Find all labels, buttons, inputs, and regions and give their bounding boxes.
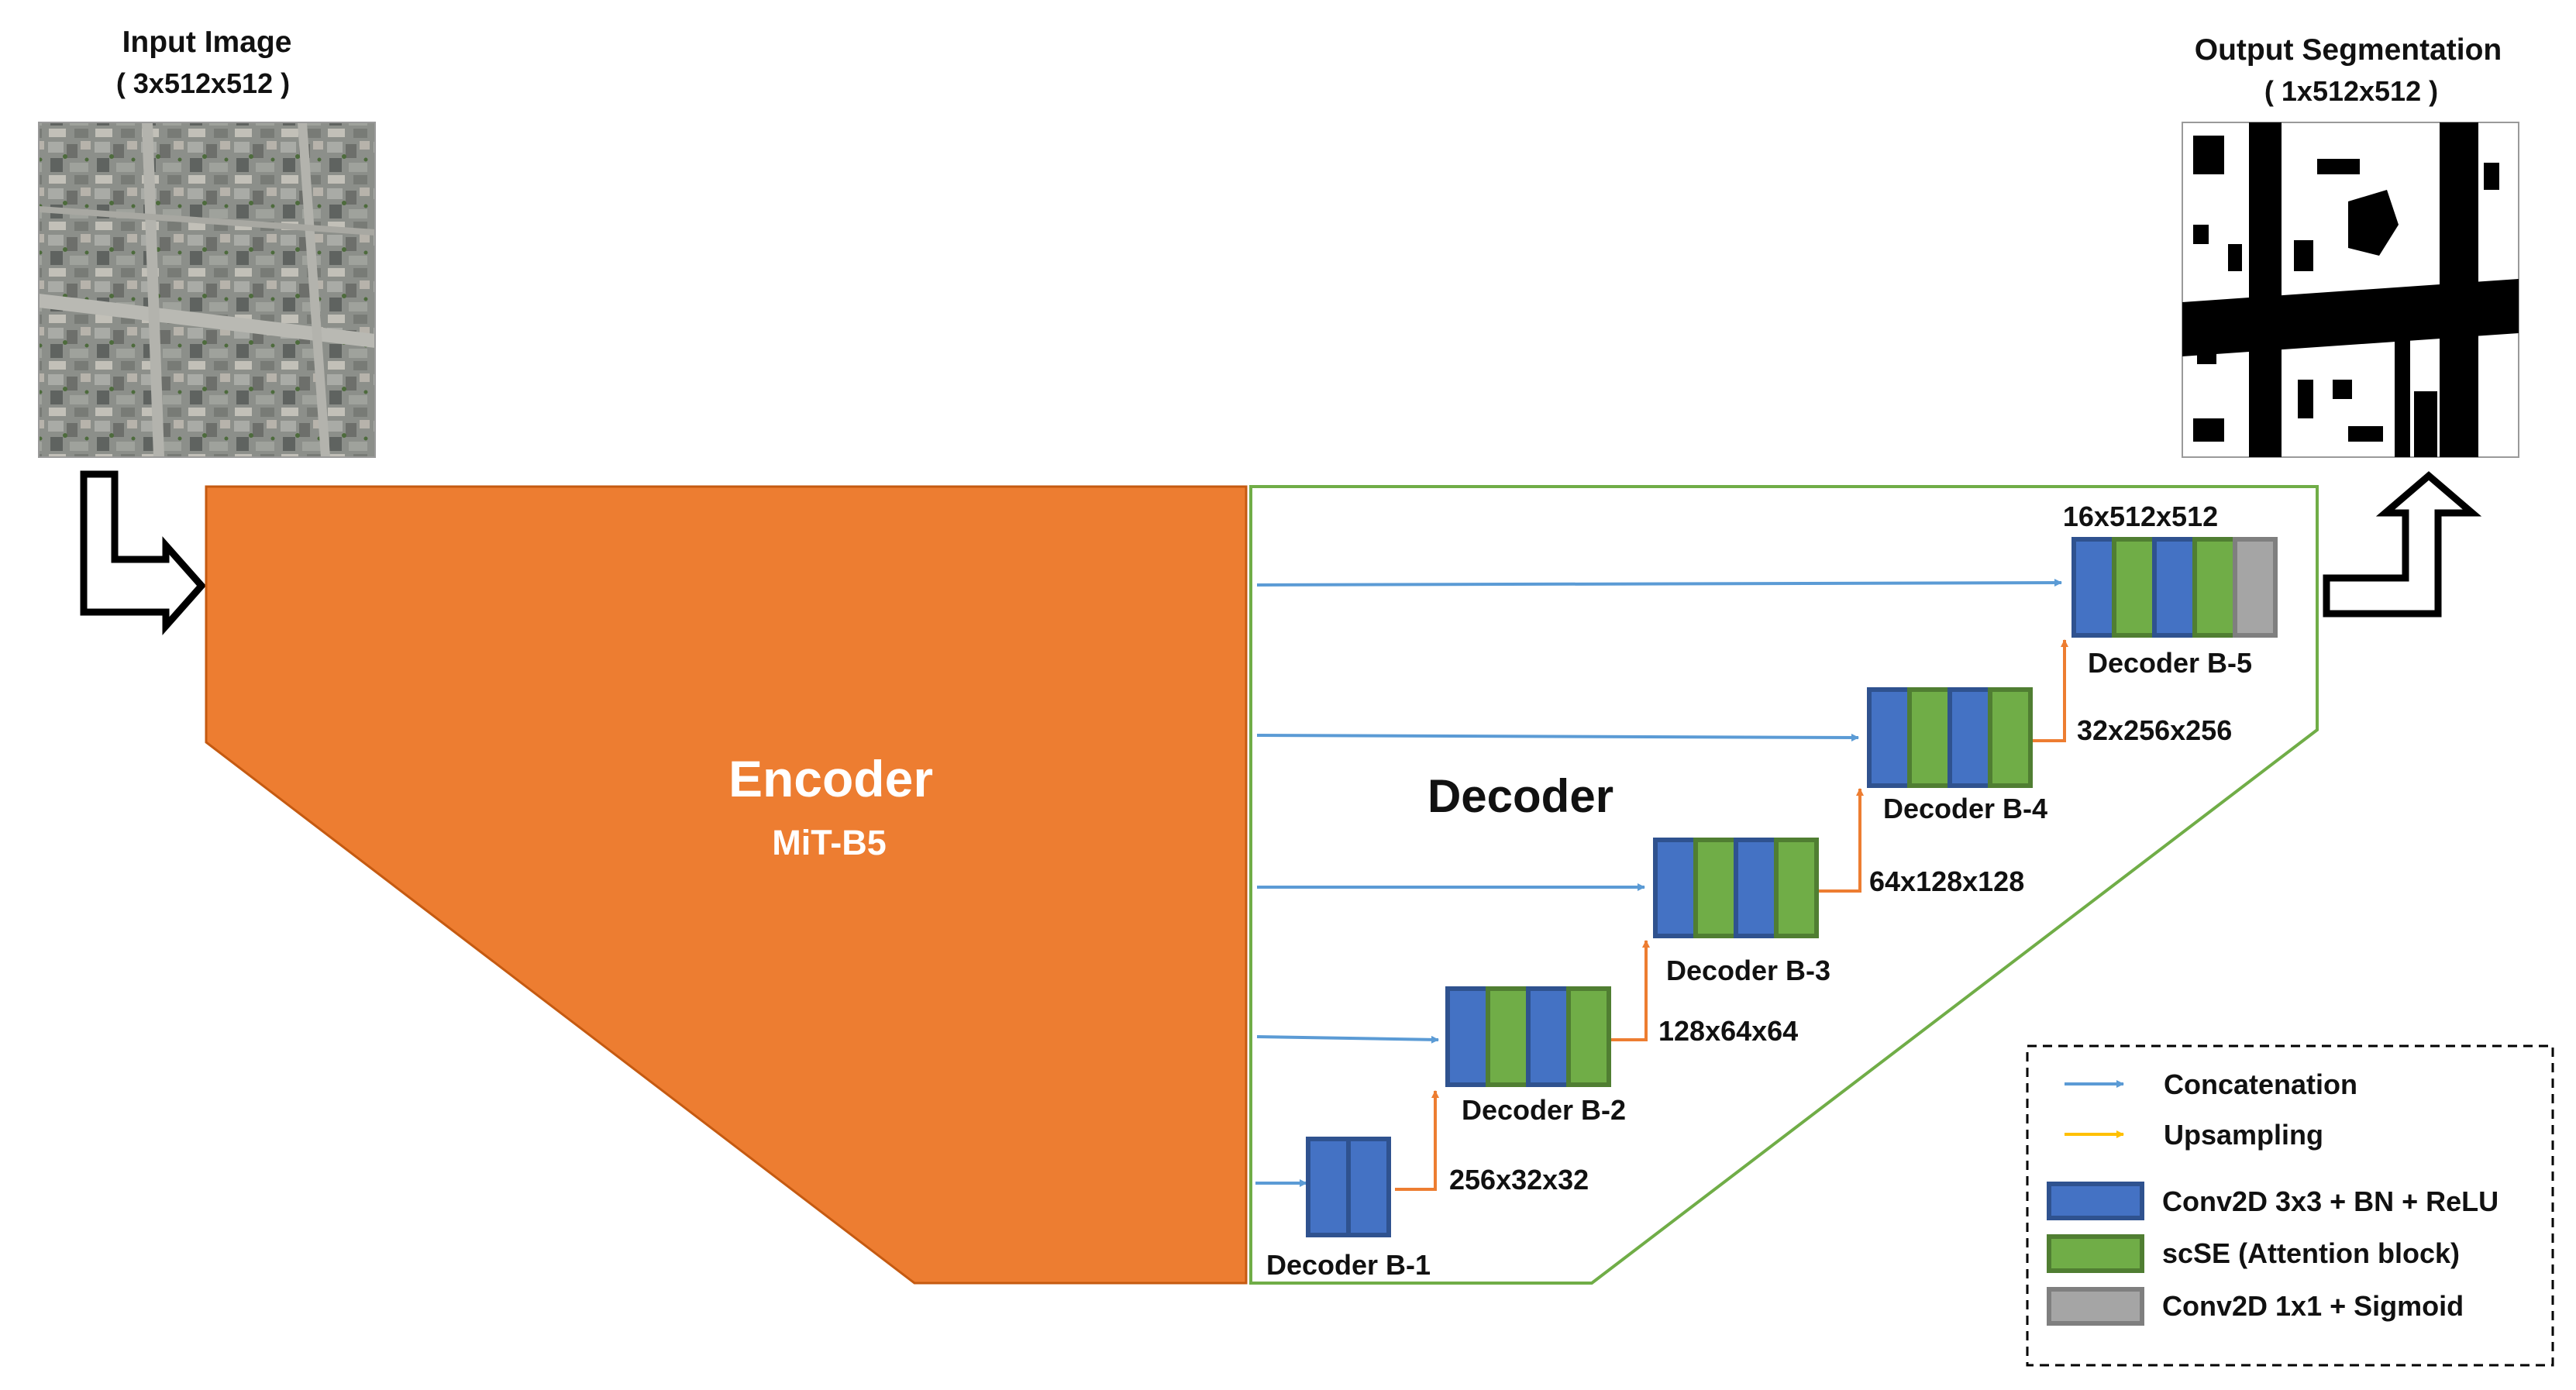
input-arrow	[80, 470, 207, 635]
scse-layer	[2112, 537, 2157, 638]
concat-arrow-b5	[1256, 579, 2062, 587]
encoder-title: Encoder	[728, 750, 933, 807]
encoder-block	[205, 485, 1248, 1285]
decoder-b4-label: Decoder B-4	[1883, 793, 2047, 824]
decoder-block-b3	[1653, 838, 1819, 938]
legend-sigmoid-swatch	[2047, 1287, 2144, 1326]
conv-layer	[1445, 986, 1490, 1087]
upsample-arrow-b3-b4	[1815, 788, 1864, 893]
decoder-blocks	[1306, 537, 2278, 1237]
decoder-b4-dims: 32x256x256	[2077, 714, 2232, 746]
upsample-arrow-b2-b3	[1603, 940, 1650, 1041]
scse-layer	[1693, 838, 1738, 938]
sigmoid-layer	[2233, 537, 2278, 638]
conv-layer	[1526, 986, 1571, 1087]
decoder-block-b5	[2071, 537, 2278, 638]
conv-layer	[1734, 838, 1779, 938]
decoder-b2-label: Decoder B-2	[1462, 1094, 1626, 1126]
decoder-b5-dims: 16x512x512	[2063, 501, 2218, 532]
conv-layer	[1306, 1137, 1351, 1237]
input-title: Input Image	[122, 26, 292, 59]
decoder-block-b1	[1306, 1137, 1391, 1237]
decoder-b3-label: Decoder B-3	[1666, 955, 1830, 986]
conv-layer	[1947, 687, 1992, 788]
concat-arrow-b4	[1256, 733, 1859, 741]
legend-scse-swatch	[2047, 1234, 2144, 1273]
decoder-b2-dims: 128x64x64	[1658, 1015, 1798, 1047]
scse-layer	[1907, 687, 1952, 788]
scse-layer	[1774, 838, 1819, 938]
input-satellite-image	[37, 122, 377, 458]
upsample-arrow-b1-b2	[1395, 1090, 1439, 1191]
scse-layer	[1988, 687, 2033, 788]
legend-conv-label: Conv2D 3x3 + BN + ReLU	[2162, 1185, 2499, 1217]
decoder-b1-label: Decoder B-1	[1266, 1249, 1431, 1281]
conv-layer	[2071, 537, 2116, 638]
output-arrow	[2323, 471, 2482, 618]
decoder-title: Decoder	[1427, 770, 1613, 822]
decoder-b5-label: Decoder B-5	[2088, 647, 2252, 679]
legend-sigmoid-label: Conv2D 1x1 + Sigmoid	[2162, 1290, 2464, 1322]
conv-layer	[1346, 1137, 1391, 1237]
legend-concat-label: Concatenation	[2164, 1068, 2357, 1100]
decoder-region	[1249, 485, 2319, 1285]
scse-layer	[2192, 537, 2237, 638]
legend-conv-swatch	[2047, 1182, 2144, 1220]
decoder-b1-dims: 256x32x32	[1449, 1164, 1589, 1196]
conv-layer	[1867, 687, 1912, 788]
decoder-block-b4	[1867, 687, 2033, 788]
scse-layer	[1566, 986, 1611, 1087]
encoder-subtitle: MiT-B5	[772, 823, 887, 862]
legend-upsample-label: Upsampling	[2164, 1119, 2323, 1151]
output-dims: ( 1x512x512 )	[2264, 75, 2438, 107]
upsample-arrows	[1395, 639, 2068, 1191]
legend-scse-label: scSE (Attention block)	[2162, 1237, 2460, 1269]
scse-layer	[1486, 986, 1531, 1087]
conv-layer	[1653, 838, 1698, 938]
concat-arrow-b2	[1256, 1035, 1439, 1044]
concat-arrows	[1255, 579, 2062, 1187]
output-title: Output Segmentation	[2195, 33, 2502, 67]
upsample-arrow-b4-b5	[2024, 639, 2068, 742]
conv-layer	[2152, 537, 2197, 638]
output-segmentation-mask	[2182, 122, 2519, 458]
decoder-b3-dims: 64x128x128	[1869, 865, 2024, 897]
decoder-block-b2	[1445, 986, 1611, 1087]
input-dims: ( 3x512x512 )	[116, 67, 290, 99]
